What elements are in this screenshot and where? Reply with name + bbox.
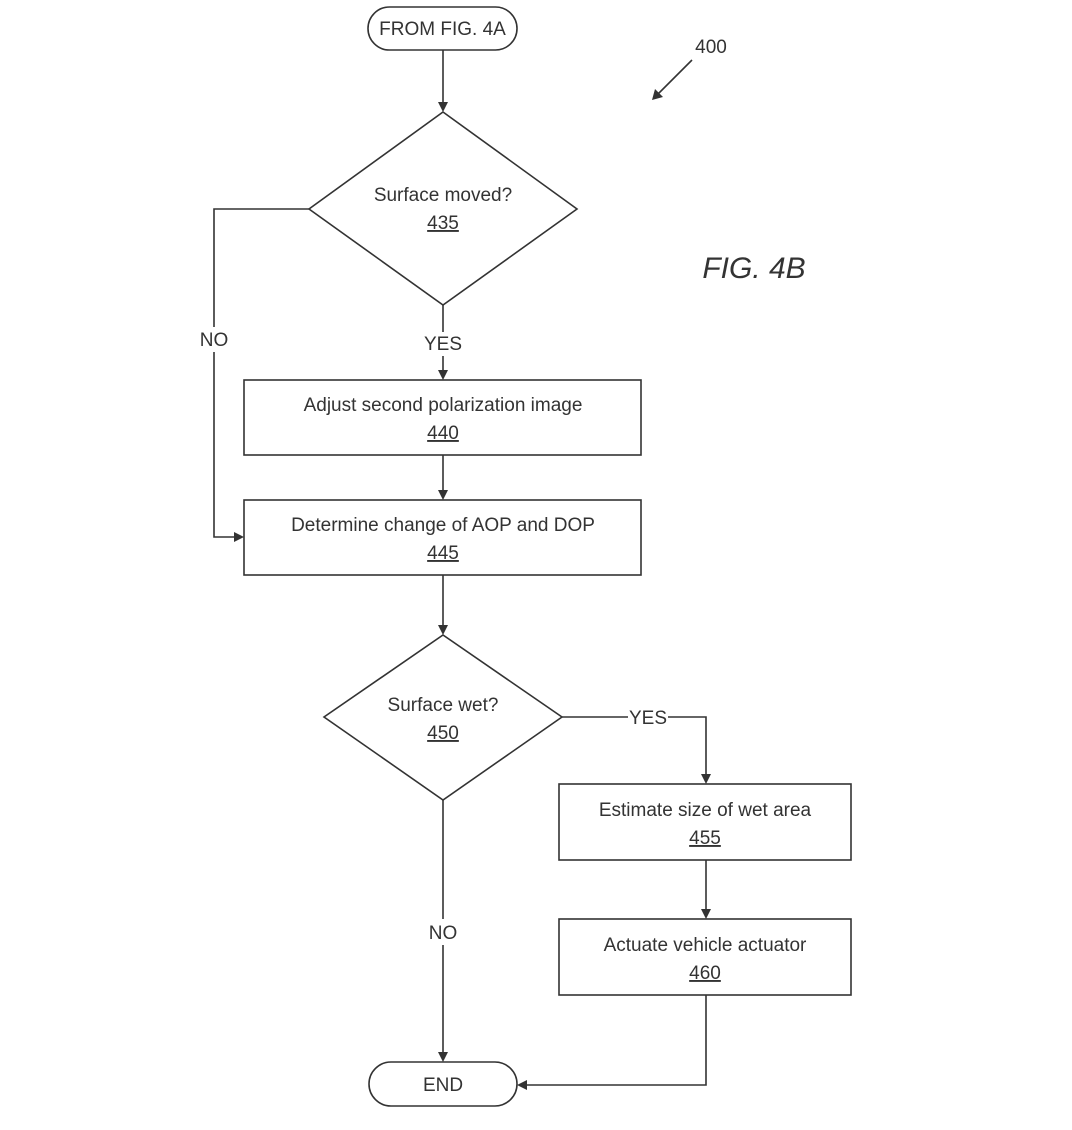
decision-surface-moved-ref: 435 — [427, 213, 459, 234]
process-adjust-polarization: Adjust second polarization image 440 — [243, 379, 642, 456]
edge-moved-yes-label: YES — [424, 334, 462, 355]
figure-label: FIG. 4B — [702, 252, 805, 285]
start-label: FROM FIG. 4A — [379, 19, 506, 40]
process-estimate-ref: 455 — [689, 828, 721, 849]
edge-moved-no: NO — [200, 208, 309, 542]
start-terminal: FROM FIG. 4A — [367, 6, 518, 51]
decision-surface-wet: Surface wet? 450 — [322, 634, 564, 801]
edge-determine-to-surface-wet — [438, 575, 448, 635]
decision-surface-wet-ref: 450 — [427, 723, 459, 744]
process-actuate-label: Actuate vehicle actuator — [604, 935, 807, 956]
edge-moved-yes: YES — [424, 305, 462, 380]
decision-surface-wet-label: Surface wet? — [388, 695, 499, 716]
figure-number: 400 — [695, 37, 727, 58]
process-determine-label: Determine change of AOP and DOP — [291, 515, 595, 536]
process-determine-change: Determine change of AOP and DOP 445 — [243, 499, 642, 576]
edge-wet-yes: YES — [562, 708, 711, 784]
edge-moved-no-label: NO — [200, 330, 229, 351]
figure-pointer-arrow — [652, 59, 693, 100]
process-actuate-ref: 460 — [689, 963, 721, 984]
process-adjust-label: Adjust second polarization image — [304, 395, 583, 416]
edge-estimate-to-actuate — [701, 860, 711, 919]
edge-actuate-to-end — [517, 995, 707, 1090]
process-adjust-ref: 440 — [427, 423, 459, 444]
process-estimate-label: Estimate size of wet area — [599, 800, 812, 821]
edge-wet-no-label: NO — [429, 923, 458, 944]
decision-surface-moved: Surface moved? 435 — [307, 111, 579, 306]
process-determine-ref: 445 — [427, 543, 459, 564]
decision-surface-moved-label: Surface moved? — [374, 185, 512, 206]
process-estimate-wet-area: Estimate size of wet area 455 — [558, 783, 852, 861]
edge-wet-no: NO — [429, 800, 458, 1062]
end-terminal: END — [368, 1061, 518, 1107]
process-actuate-vehicle: Actuate vehicle actuator 460 — [558, 918, 852, 996]
edge-start-to-surface-moved — [438, 50, 448, 112]
edge-wet-yes-label: YES — [629, 708, 667, 729]
end-label: END — [423, 1075, 463, 1096]
edge-adjust-to-determine — [438, 455, 448, 500]
